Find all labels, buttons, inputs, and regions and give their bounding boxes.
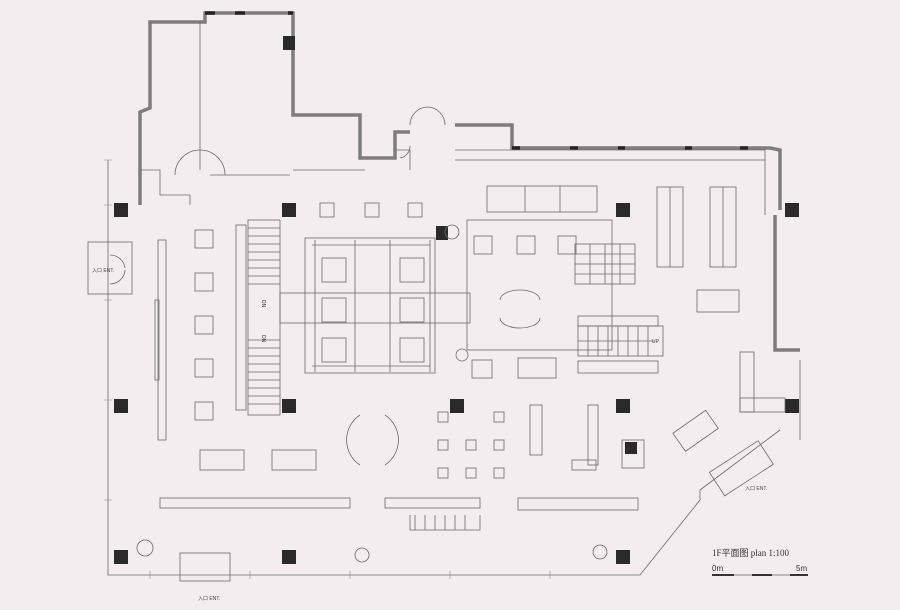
entrance-label-east: 入口 ENT. bbox=[745, 486, 767, 492]
staircase-left bbox=[235, 219, 281, 416]
exterior-wall-dark bbox=[205, 11, 748, 150]
round-display bbox=[199, 411, 505, 479]
central-right-area bbox=[466, 185, 636, 379]
bottom-counters bbox=[159, 497, 639, 582]
drawing-title: 1F平面图 plan 1:100 bbox=[712, 548, 790, 558]
scale-start-label: 0m bbox=[712, 564, 723, 573]
dimension-ticks bbox=[104, 159, 551, 579]
plant-icons bbox=[136, 224, 608, 563]
scale-end-label: 5m bbox=[796, 564, 807, 573]
entrance-label-west: 入口 ENT. bbox=[92, 268, 114, 274]
structural-columns bbox=[114, 36, 799, 564]
scale-bar bbox=[712, 574, 808, 576]
staircase-right bbox=[577, 315, 664, 374]
entrance-east bbox=[708, 440, 774, 497]
stair-up-label: UP bbox=[652, 339, 660, 345]
right-display-fixtures bbox=[529, 186, 786, 471]
stair-down-label-2: DN bbox=[260, 335, 266, 343]
central-grid-display bbox=[279, 237, 471, 374]
stair-down-label-1: DN bbox=[260, 300, 266, 308]
interior-walls bbox=[140, 22, 766, 215]
door-swings bbox=[174, 106, 446, 176]
entrance-label-south: 入口 ENT. bbox=[198, 596, 220, 602]
entrance-west bbox=[87, 241, 133, 295]
site-boundary bbox=[107, 160, 801, 576]
left-display-fixtures bbox=[154, 202, 423, 441]
